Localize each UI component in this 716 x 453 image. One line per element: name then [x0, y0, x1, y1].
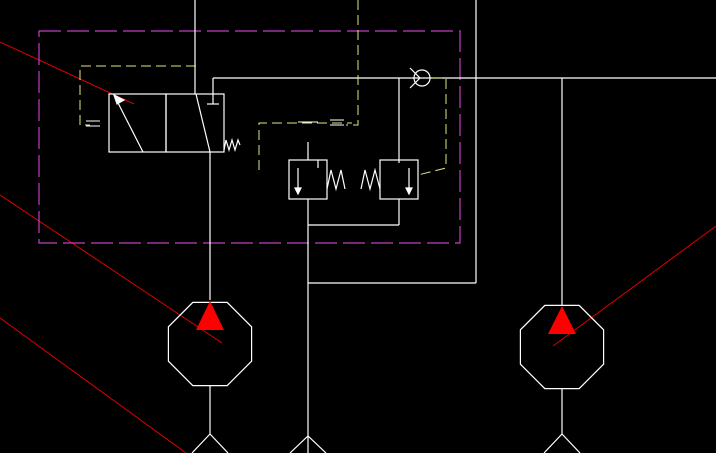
tank-fork — [289, 435, 327, 453]
pump-2[interactable] — [519, 304, 605, 453]
relief-arrow-head — [294, 187, 302, 196]
drain-symbols — [86, 119, 344, 127]
leader-line — [0, 194, 223, 344]
manifold-boundary — [38, 30, 461, 244]
leader-line — [552, 225, 716, 347]
pilot-line-top — [346, 0, 359, 126]
relief-valve-body — [379, 159, 419, 200]
relief-valve-body — [288, 159, 328, 200]
valve-flow-path — [195, 93, 211, 153]
relief-arrow-head — [405, 187, 413, 196]
leader-line — [0, 317, 187, 453]
pump-suction-fork — [191, 433, 229, 453]
pilot-line-left — [79, 65, 196, 126]
pilot-line-relief2 — [417, 77, 447, 176]
relief-valve-2[interactable] — [360, 159, 419, 200]
check-valve[interactable] — [409, 67, 431, 89]
pump-arrow-icon — [196, 301, 224, 330]
pump-arrow-icon — [548, 306, 576, 334]
pilot-lines — [79, 0, 447, 176]
spring-icon — [360, 167, 381, 192]
pump-body — [519, 304, 605, 390]
check-valve-seat — [409, 67, 421, 89]
spring-icon — [223, 137, 241, 153]
hydraulic-lines — [194, 0, 716, 453]
pump-suction-fork — [543, 433, 581, 453]
valve-flow-arrow-line — [113, 94, 144, 153]
relief-valve-1[interactable] — [288, 159, 346, 200]
check-valve-ball — [413, 69, 431, 87]
pump-1[interactable] — [167, 301, 253, 453]
spring-icon — [326, 169, 346, 192]
directional-valve[interactable] — [108, 93, 241, 153]
valve-envelope-right — [165, 93, 225, 153]
pilot-line-relief1 — [258, 122, 352, 170]
valve-arrow-head — [112, 93, 126, 105]
leader-lines — [0, 41, 716, 453]
pump-body — [167, 301, 253, 387]
